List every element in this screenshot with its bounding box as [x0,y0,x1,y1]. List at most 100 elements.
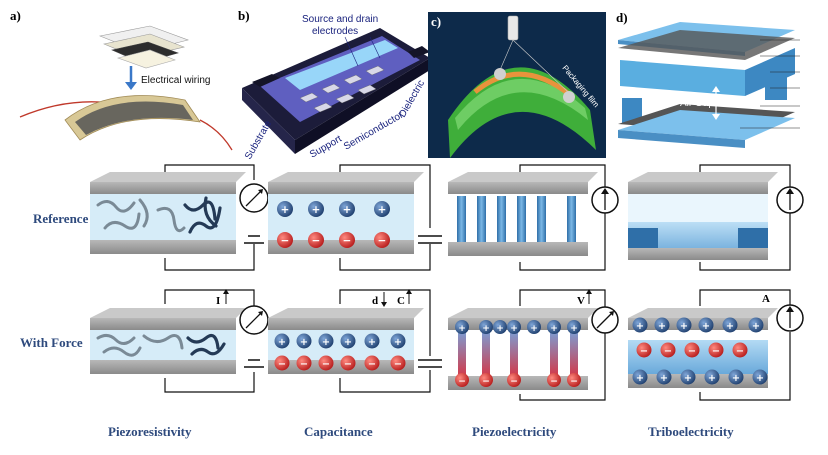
piezoelectricity-reference [448,164,619,271]
conductive-network-dark [183,196,222,234]
positive-charge-icon: + [340,333,356,349]
svg-text:+: + [510,324,518,334]
positive-charge-icon: + [728,369,744,385]
positive-charge-icon: + [656,369,672,385]
svg-text:−: − [712,346,720,357]
column-title-piezoresistivity: Piezoresistivity [108,424,192,439]
svg-text:−: − [278,359,286,370]
svg-text:−: − [736,346,744,357]
svg-text:−: − [550,377,558,387]
positive-charge-icon: + [493,320,507,334]
column-title-triboelectricity: Triboelectricity [648,424,734,439]
svg-text:−: − [688,346,696,357]
negative-charge-icon: − [277,232,293,248]
negative-charge-icon: − [567,373,581,387]
positive-charge-icon: + [704,369,720,385]
positive-charge-icon: + [632,369,648,385]
svg-text:+: + [378,204,387,216]
svg-text:+: + [322,337,330,348]
panel-b-letter: b) [238,8,250,23]
positive-charge-icon: + [277,201,293,217]
positive-charge-icon: + [274,333,290,349]
negative-charge-icon: − [660,342,676,358]
positive-charge-icon: + [547,320,561,334]
wire-right [199,119,233,151]
svg-text:+: + [278,337,286,348]
negative-charge-icon: − [339,232,355,248]
capacitance-reference [268,164,442,271]
panel-c: c) Packaging film [428,12,606,158]
substrate-label: Substrate [243,119,274,162]
positive-charge-icon: + [567,320,581,334]
top-electrode-plate [268,318,414,330]
negative-charge-icon: − [318,355,334,371]
panel-b: b) Source and drain electrodes Substrate… [238,8,430,162]
piezoresistivity-with-force: I [90,289,269,393]
spacer-left [622,98,642,124]
compressed-polymer-matrix [90,330,236,360]
negative-charge-icon: − [296,355,312,371]
svg-text:+: + [756,373,764,384]
negative-charge-icon: − [390,355,406,371]
bottom-electrode-plate [628,374,768,388]
svg-text:+: + [300,337,308,348]
top-electrode-plate [90,318,236,330]
svg-text:−: − [394,359,402,370]
source-drain-label-2: electrodes [312,26,358,37]
svg-text:+: + [726,321,734,332]
top-electrode-plate [628,318,768,330]
positive-charge-icon: + [632,317,648,333]
electrode-node-right [563,91,575,103]
svg-text:−: − [281,235,290,247]
svg-text:−: − [312,235,321,247]
negative-charge-icon: − [547,373,561,387]
svg-text:+: + [550,324,558,334]
svg-text:+: + [660,373,668,384]
down-arrow-head-icon [125,82,137,90]
electrical-wiring-label: Electrical wiring [141,75,210,86]
positive-charge-icon: + [308,201,324,217]
negative-charge-icon: − [708,342,724,358]
bottom-electrode-plate [448,242,588,256]
svg-text:−: − [640,346,648,357]
bottom-electrode-plate [90,360,236,374]
positive-charge-icon: + [479,320,493,334]
piezoresistivity-reference [90,164,269,271]
svg-text:−: − [510,377,518,387]
svg-text:+: + [458,324,466,334]
svg-text:−: − [322,359,330,370]
negative-charge-icon: − [308,232,324,248]
bottom-plate [618,110,795,140]
negative-charge-icon: − [455,373,469,387]
negative-charge-icon: − [732,342,748,358]
semiconductor-strip [285,40,398,90]
positive-charge-icon: + [364,333,380,349]
svg-text:+: + [343,204,352,216]
increase-arrow-icon [586,289,592,294]
top-electrode-plate [268,182,414,194]
svg-text:+: + [394,337,402,348]
negative-charge-icon: − [340,355,356,371]
svg-text:+: + [482,324,490,334]
capacitance-with-force: d C [268,289,442,393]
panel-c-letter: c) [431,14,441,29]
layer-leader-lines [740,39,800,129]
bottom-electrode-plate [90,240,236,254]
positive-charge-icon: + [339,201,355,217]
bottom-electrode-plate [628,248,768,260]
svg-text:+: + [570,324,578,334]
svg-text:−: − [343,235,352,247]
positive-charge-icon: + [654,317,670,333]
panel-d: d) Air Gap [616,10,800,148]
svg-text:+: + [368,337,376,348]
piezoelectricity-with-force: V [448,289,619,401]
svg-text:+: + [708,373,716,384]
svg-text:+: + [684,373,692,384]
svg-text:−: − [664,346,672,357]
svg-text:−: − [368,359,376,370]
negative-charge-icon: − [274,355,290,371]
svg-text:−: − [300,359,308,370]
positive-charge-icon: + [722,317,738,333]
svg-text:+: + [312,204,321,216]
compressed-dielectric-gap [268,330,414,360]
